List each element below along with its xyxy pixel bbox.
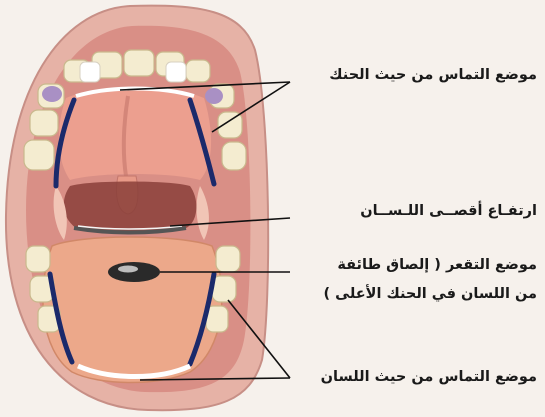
label-tongue-contact: موضع التماس من حيث اللسان — [321, 368, 537, 386]
label-palate-contact: موضع التماس من حيث الحنك — [329, 66, 537, 84]
throat — [64, 182, 197, 232]
label-back-elevation: ارتفـاع أقصــى اللـســان — [360, 202, 537, 220]
label-groove-line1: موضع التقعر ( إلصاق طائفة — [337, 256, 537, 274]
groove-spot-highlight — [118, 266, 138, 273]
label-groove-line2: من اللسان في الحنك الأعلى ) — [323, 285, 537, 303]
groove-spot — [108, 262, 160, 282]
